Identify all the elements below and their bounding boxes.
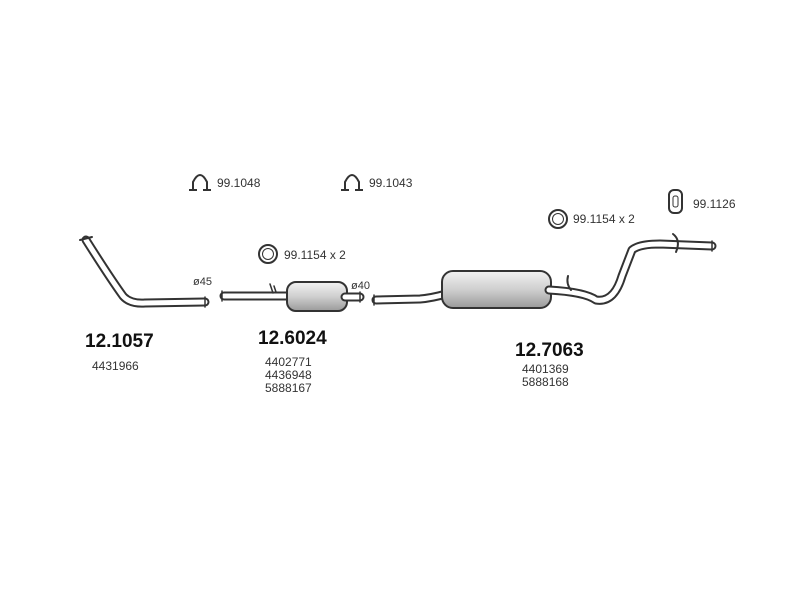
- oem-number: 4401369: [522, 362, 569, 376]
- section-part-number: 12.1057: [85, 331, 154, 352]
- section-part-number: 12.6024: [258, 328, 327, 349]
- seal-ring-part-number: 99.1154 x 2: [573, 212, 635, 226]
- oem-number: 4402771: [265, 355, 312, 369]
- u-clamp-icon: [341, 174, 363, 191]
- clamp-part-number: 99.1043: [369, 176, 413, 190]
- seal-ring-icon: [548, 209, 568, 229]
- oem-number: 4431966: [92, 359, 139, 373]
- pipe-diameter-label: ø45: [193, 276, 212, 288]
- oem-number: 5888168: [522, 375, 569, 389]
- seal-ring-part-number: 99.1154 x 2: [284, 248, 346, 262]
- clamp-part-number: 99.1048: [217, 176, 261, 190]
- seal-ring-icon: [258, 244, 278, 264]
- section-part-number: 12.7063: [515, 340, 584, 361]
- oem-number: 4436948: [265, 368, 312, 382]
- u-clamp-icon: [189, 174, 211, 191]
- rear-pipe-muffler: [371, 233, 717, 309]
- front-pipe: [79, 235, 210, 308]
- oem-number-list: 4401369 5888168: [522, 363, 569, 389]
- pipe-diameter-label: ø40: [351, 280, 370, 292]
- oem-number: 5888167: [265, 381, 312, 395]
- oem-number-list: 4431966: [92, 360, 139, 373]
- oem-number-list: 4402771 4436948 5888167: [265, 356, 312, 395]
- rubber-hanger-icon: [668, 189, 683, 214]
- intermediate-pipe-muffler: [219, 281, 365, 312]
- hanger-part-number: 99.1126: [693, 197, 736, 211]
